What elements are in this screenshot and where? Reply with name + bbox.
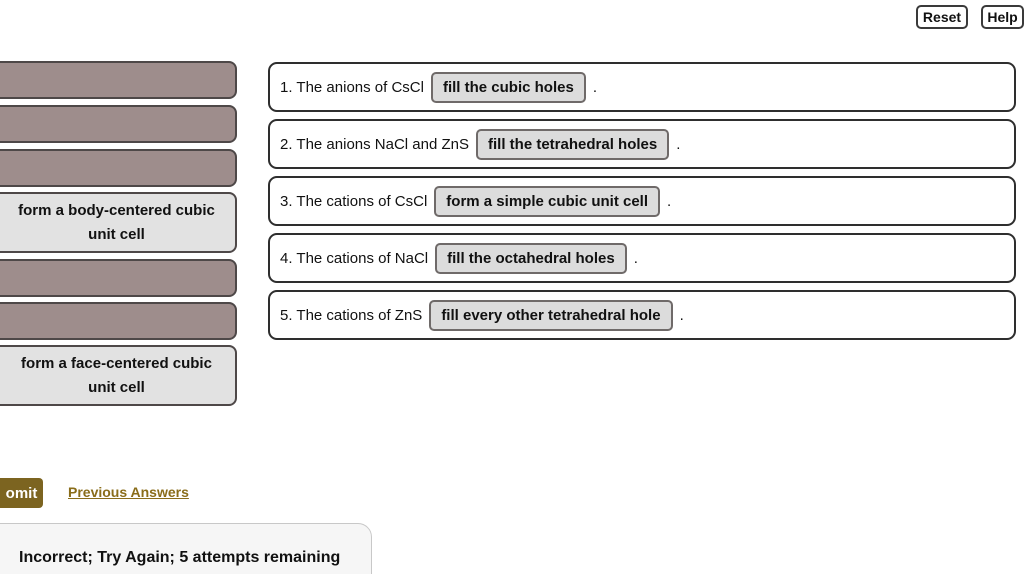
bank-choice[interactable]: form a body-centered cubic unit cell — [0, 192, 237, 253]
statement-period: . — [633, 249, 638, 267]
statement-row: 5. The cations of ZnS fill every other t… — [268, 290, 1016, 340]
bank-slot-used — [0, 105, 237, 143]
bank-choice-label: form a body-centered cubic unit cell — [18, 202, 215, 243]
statement-period: . — [592, 78, 597, 96]
statement-text: 1. The anions of CsCl — [280, 78, 424, 96]
answer-chip[interactable]: fill the octahedral holes — [435, 242, 627, 274]
feedback-text: Incorrect; Try Again; 5 attempts remaini… — [19, 549, 341, 566]
submit-button[interactable]: omit — [0, 478, 43, 508]
statement-row: 1. The anions of CsCl fill the cubic hol… — [268, 62, 1016, 112]
answer-chip[interactable]: fill the tetrahedral holes — [476, 128, 670, 160]
statement-period: . — [676, 135, 681, 153]
statement-text: 4. The cations of NaCl — [280, 249, 429, 267]
statement-text: 2. The anions NaCl and ZnS — [280, 135, 470, 153]
previous-answers-link[interactable]: Previous Answers — [68, 484, 189, 500]
feedback-box: Incorrect; Try Again; 5 attempts remaini… — [0, 523, 372, 574]
help-button[interactable]: Help — [981, 5, 1024, 29]
statement-row: 2. The anions NaCl and ZnS fill the tetr… — [268, 119, 1016, 169]
statement-text: 3. The cations of CsCl — [280, 192, 428, 210]
reset-button[interactable]: Reset — [916, 5, 968, 29]
answer-chip[interactable]: fill the cubic holes — [430, 71, 586, 103]
statement-period: . — [679, 306, 684, 324]
answer-chip[interactable]: fill every other tetrahedral hole — [429, 299, 673, 331]
answer-chip[interactable]: form a simple cubic unit cell — [434, 185, 661, 217]
statement-period: . — [667, 192, 672, 210]
bank-slot-used — [0, 149, 237, 187]
bank-slot-used — [0, 259, 237, 297]
statement-text: 5. The cations of ZnS — [280, 306, 423, 324]
statement-row: 4. The cations of NaCl fill the octahedr… — [268, 233, 1016, 283]
statement-row: 3. The cations of CsCl form a simple cub… — [268, 176, 1016, 226]
bank-choice[interactable]: form a face-centered cubic unit cell — [0, 345, 237, 406]
bank-slot-used — [0, 302, 237, 340]
bank-slot-used — [0, 61, 237, 99]
bank-choice-label: form a face-centered cubic unit cell — [21, 355, 212, 396]
